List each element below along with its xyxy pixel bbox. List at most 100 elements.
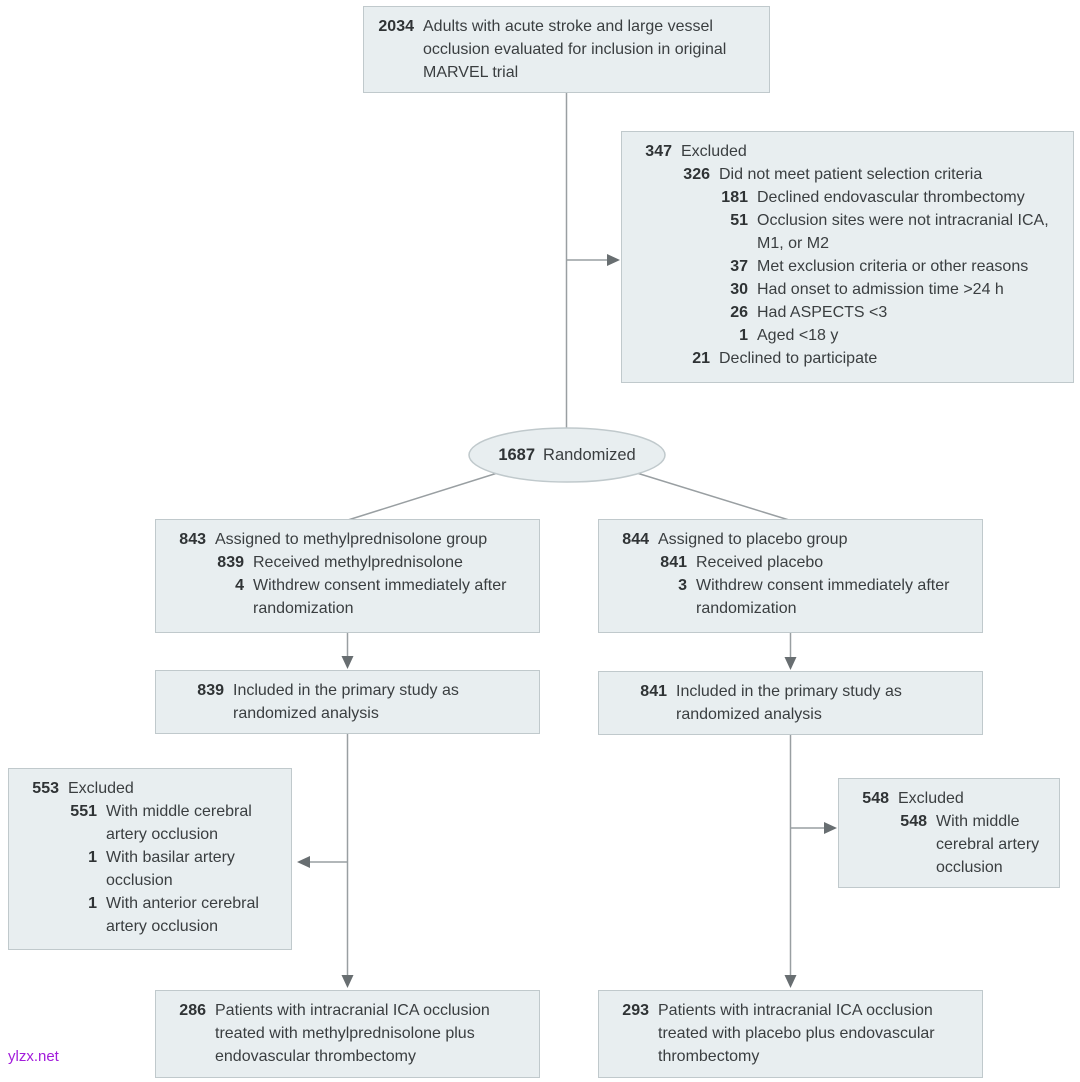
- row-count: 839: [197, 682, 224, 699]
- arrowhead-right-icon: [824, 822, 837, 834]
- row-label: Assigned to methylprednisolone group: [215, 531, 488, 548]
- flow-row: 841 Included in the primary study as rand…: [629, 680, 976, 726]
- row-label: Adults with acute stroke and large vesse…: [423, 18, 727, 81]
- row-label: Declined to participate: [719, 350, 878, 367]
- flow-row: 1 With basilar artery occlusion: [21, 846, 285, 892]
- flow-row: 293 Patients with intracranial ICA occlus…: [611, 999, 976, 1068]
- row-count: 548: [900, 813, 927, 830]
- arrowhead-down-icon: [341, 975, 354, 988]
- flow-row: 553 Excluded: [21, 777, 285, 800]
- arrowhead-down-icon: [341, 656, 354, 669]
- flow-row: 51 Occlusion sites were not intracranial …: [634, 209, 1067, 255]
- flow-row: 4 Withdrew consent immediately after rand…: [168, 574, 533, 620]
- row-count: 347: [645, 143, 672, 160]
- row-label: Excluded: [681, 143, 747, 160]
- row-label: Had ASPECTS <3: [757, 304, 888, 321]
- row-label: Met exclusion criteria or other reasons: [757, 258, 1029, 275]
- flow-row: 326 Did not meet patient selection criter…: [634, 163, 1067, 186]
- row-count: 326: [683, 166, 710, 183]
- flow-row: 843 Assigned to methylprednisolone group: [168, 528, 533, 551]
- node-group-placebo: 844 Assigned to placebo group 841 Received …: [598, 519, 983, 633]
- row-label: Excluded: [68, 780, 134, 797]
- randomized-count: 1687: [498, 445, 536, 464]
- arrowhead-down-icon: [784, 657, 797, 670]
- row-count: 181: [721, 189, 748, 206]
- flow-row: 839 Received methylprednisolone: [168, 551, 533, 574]
- row-label: Withdrew consent immediately after rando…: [253, 577, 507, 617]
- flow-row: 844 Assigned to placebo group: [611, 528, 976, 551]
- row-count: 293: [622, 1002, 649, 1019]
- row-label: Withdrew consent immediately after rando…: [696, 577, 950, 617]
- flow-row: 347 Excluded: [634, 140, 1067, 163]
- row-count: 3: [678, 577, 687, 594]
- row-label: With middle cerebral artery occlusion: [936, 813, 1040, 876]
- row-label: Occlusion sites were not intracranial IC…: [757, 212, 1049, 252]
- row-count: 844: [622, 531, 649, 548]
- row-count: 51: [730, 212, 748, 229]
- row-count: 286: [179, 1002, 206, 1019]
- row-label: Assigned to placebo group: [658, 531, 848, 548]
- flow-row: 181 Declined endovascular thrombectomy: [634, 186, 1067, 209]
- row-count: 4: [235, 577, 244, 594]
- watermark-link[interactable]: ylzx.net: [8, 1048, 59, 1065]
- flow-row: 1 With anterior cerebral artery occlusion: [21, 892, 285, 938]
- row-label: Excluded: [898, 790, 964, 807]
- flow-row: 30 Had onset to admission time >24 h: [634, 278, 1067, 301]
- flow-row: 286 Patients with intracranial ICA occlus…: [168, 999, 533, 1068]
- row-label: Aged <18 y: [757, 327, 839, 344]
- flow-row: 21 Declined to participate: [634, 347, 1067, 370]
- flow-row: 2034 Adults with acute stroke and large v…: [376, 15, 763, 84]
- flow-row: 839 Included in the primary study as rand…: [186, 679, 533, 725]
- row-count: 1: [739, 327, 748, 344]
- row-count: 553: [32, 780, 59, 797]
- row-label: With basilar artery occlusion: [106, 849, 235, 889]
- arrowhead-right-icon: [607, 254, 620, 266]
- row-label: Had onset to admission time >24 h: [757, 281, 1004, 298]
- flow-row: 1 Aged <18 y: [634, 324, 1067, 347]
- row-count: 1: [88, 895, 97, 912]
- row-label: Included in the primary study as randomi…: [233, 682, 459, 722]
- flow-row: 37 Met exclusion criteria or other reason…: [634, 255, 1067, 278]
- row-count: 37: [730, 258, 748, 275]
- row-label: Received methylprednisolone: [253, 554, 463, 571]
- row-label: With anterior cerebral artery occlusion: [106, 895, 259, 935]
- row-count: 21: [692, 350, 710, 367]
- randomized-label: Randomized: [543, 445, 636, 464]
- row-count: 1: [88, 849, 97, 866]
- row-label: Patients with intracranial ICA occlusion…: [215, 1002, 490, 1065]
- node-final-placebo: 293 Patients with intracranial ICA occlus…: [598, 990, 983, 1078]
- row-count: 30: [730, 281, 748, 298]
- node-randomized: 1687 Randomized: [469, 428, 665, 482]
- flow-row: 548 Excluded: [851, 787, 1053, 810]
- row-label: Did not meet patient selection criteria: [719, 166, 983, 183]
- flow-row: 3 Withdrew consent immediately after rand…: [611, 574, 976, 620]
- row-count: 839: [217, 554, 244, 571]
- node-excluded-methylprednisolone: 553 Excluded 551 With middle cerebral arter…: [8, 768, 292, 950]
- row-count: 548: [862, 790, 889, 807]
- node-included-placebo: 841 Included in the primary study as rand…: [598, 671, 983, 735]
- row-count: 2034: [378, 18, 414, 35]
- flow-row: 548 With middle cerebral artery occlusion: [851, 810, 1053, 879]
- flow-row: 841 Received placebo: [611, 551, 976, 574]
- row-count: 551: [70, 803, 97, 820]
- row-label: Received placebo: [696, 554, 824, 571]
- flow-row: 551 With middle cerebral artery occlusion: [21, 800, 285, 846]
- row-label: Included in the primary study as randomi…: [676, 683, 902, 723]
- row-label: With middle cerebral artery occlusion: [106, 803, 252, 843]
- node-final-methylprednisolone: 286 Patients with intracranial ICA occlus…: [155, 990, 540, 1078]
- arrowhead-left-icon: [297, 856, 310, 868]
- node-included-methylprednisolone: 839 Included in the primary study as rand…: [155, 670, 540, 734]
- row-label: Declined endovascular thrombectomy: [757, 189, 1025, 206]
- node-excluded-top: 347 Excluded 326 Did not meet patient selec…: [621, 131, 1074, 383]
- row-count: 841: [640, 683, 667, 700]
- row-count: 841: [660, 554, 687, 571]
- arrowhead-down-icon: [784, 975, 797, 988]
- row-label: Patients with intracranial ICA occlusion…: [658, 1002, 935, 1065]
- node-eligible: 2034 Adults with acute stroke and large v…: [363, 6, 770, 93]
- row-count: 843: [179, 531, 206, 548]
